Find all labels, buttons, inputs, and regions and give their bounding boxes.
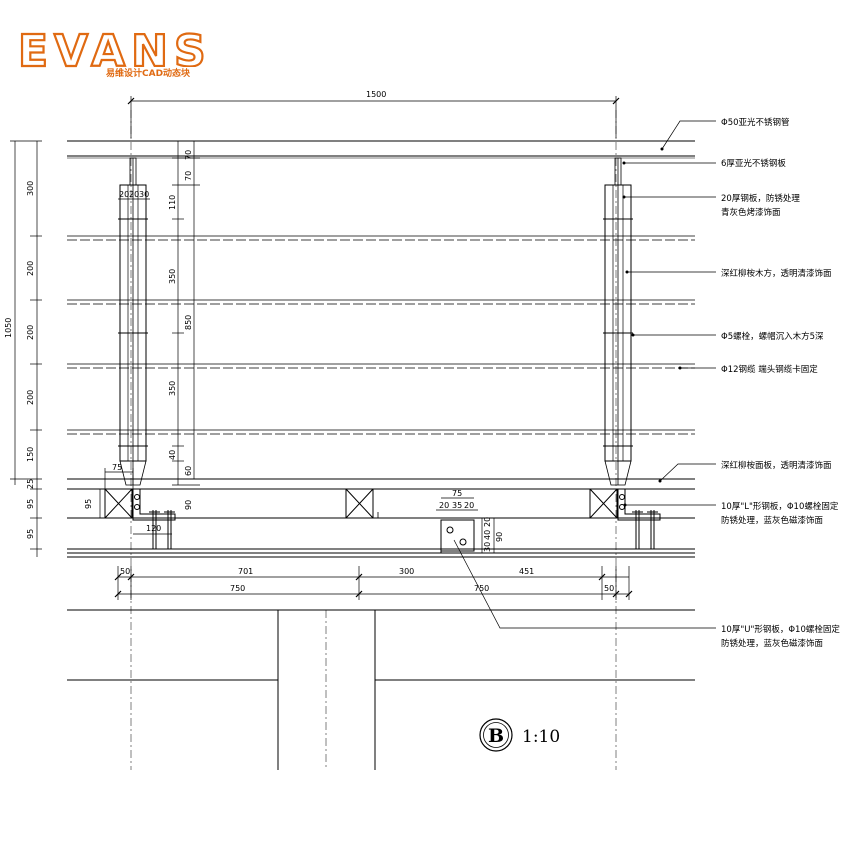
- dim-1050: 1050: [4, 318, 13, 338]
- deck-layers: [67, 478, 695, 681]
- dim-inner-70a: 70: [184, 150, 193, 160]
- dim-top-span: [127, 96, 620, 138]
- dim-mid-35: 35: [452, 501, 462, 510]
- dim-bottom-rows: [114, 566, 633, 600]
- dim-left-200b: 200: [26, 325, 35, 340]
- right-post: [603, 110, 633, 770]
- dim-row2-750a: 750: [230, 584, 245, 593]
- dim-row1-451: 451: [519, 567, 534, 576]
- right-post-bolts: [603, 218, 633, 447]
- dim-u-20: 20: [483, 517, 492, 527]
- note-steel-plate-6: 6厚亚光不锈钢板: [721, 158, 786, 169]
- dim-inner-60: 60: [184, 466, 193, 476]
- left-post: [118, 110, 148, 770]
- dim-1500: 1500: [366, 90, 386, 99]
- dim-mid-75: 75: [452, 489, 462, 498]
- note-timber-deck: 深红柳桉面板，透明清漆饰面: [721, 460, 832, 471]
- dim-u-bracket-vert: [478, 517, 498, 554]
- dim-row2-50: 50: [604, 584, 614, 593]
- l-bracket-right: [617, 488, 661, 549]
- dim-inner-110: 110: [168, 195, 177, 210]
- dim-row1-300: 300: [399, 567, 414, 576]
- dim-inner-40: 40: [168, 450, 177, 460]
- dim-left-chain: [10, 140, 42, 557]
- l-bracket-left: [132, 488, 176, 549]
- note-steel-plate-20-line1: 20厚钢板，防锈处理: [721, 193, 800, 204]
- evans-logo: EVANS 易维设计CAD动态块: [17, 25, 216, 79]
- dim-bottom-95: 95: [84, 499, 93, 509]
- dim-left-200c: 200: [26, 390, 35, 405]
- dim-bottom-left: [96, 468, 172, 535]
- dim-inner-chain: [172, 140, 200, 519]
- dim-post-20a: 20: [119, 190, 129, 199]
- note-l-bracket-line2: 防锈处理，蓝灰色磁漆饰面: [721, 515, 824, 526]
- cable-lines: [67, 235, 695, 435]
- joist-right: [589, 488, 618, 519]
- dim-inner-70b: 70: [184, 171, 193, 181]
- logo-tagline: 易维设计CAD动态块: [106, 67, 191, 79]
- handrail-pipe: [67, 140, 695, 159]
- dim-u-40: 40: [483, 530, 492, 540]
- dim-u-30: 30: [483, 542, 492, 552]
- dim-left-150: 150: [26, 447, 35, 462]
- dim-left-200a: 200: [26, 261, 35, 276]
- dim-u-90: 90: [495, 532, 504, 542]
- dim-post-20b: 20: [129, 190, 139, 199]
- dim-row1-701: 701: [238, 567, 253, 576]
- u-bracket: [440, 519, 475, 553]
- note-u-bracket-line2: 防锈处理，蓝灰色磁漆饰面: [721, 638, 824, 649]
- dim-inner-850: 850: [184, 315, 193, 330]
- joist-middle: [345, 488, 379, 519]
- dim-bottom-120: 120: [146, 524, 161, 533]
- note-u-bracket-line1: 10厚"U"形钢板，Φ10螺栓固定: [721, 624, 840, 635]
- joist-left: [104, 488, 133, 519]
- dim-inner-90: 90: [184, 500, 193, 510]
- dim-row2-750b: 750: [474, 584, 489, 593]
- support-column: [277, 610, 376, 770]
- leader-dots: [622, 147, 682, 507]
- note-l-bracket-line1: 10厚"L"形钢板，Φ10螺栓固定: [721, 501, 839, 512]
- dim-bottom-75: 75: [112, 463, 122, 472]
- dim-left-25: 25: [26, 479, 35, 489]
- note-bolt-5: Φ5螺栓，螺帽沉入木方5深: [721, 331, 824, 342]
- dim-inner-350b: 350: [168, 381, 177, 396]
- logo-tagline-bar: [106, 67, 216, 78]
- dim-left-300: 300: [26, 181, 35, 196]
- left-post-bolts: [118, 218, 148, 447]
- dim-left-95a: 95: [26, 499, 35, 509]
- note-cable-12: Φ12钢缆 端头钢缆卡固定: [721, 364, 818, 375]
- note-timber-post: 深红柳桉木方，透明清漆饰面: [721, 268, 832, 279]
- dim-row1-50: 50: [120, 567, 130, 576]
- dim-mid-20a: 20: [439, 501, 449, 510]
- section-mark: B 1:10: [479, 718, 560, 752]
- dim-left-95b: 95: [26, 529, 35, 539]
- section-scale: 1:10: [522, 727, 560, 747]
- dim-mid-20b: 20: [464, 501, 474, 510]
- dim-inner-350a: 350: [168, 269, 177, 284]
- dim-post-30: 30: [139, 190, 149, 199]
- note-handrail-pipe: Φ50亚光不锈钢管: [721, 117, 790, 128]
- note-steel-plate-20-line2: 青灰色烤漆饰面: [721, 207, 781, 218]
- dim-middle-small: [436, 497, 478, 511]
- leader-lines: [453, 120, 716, 629]
- section-letter: B: [488, 725, 504, 747]
